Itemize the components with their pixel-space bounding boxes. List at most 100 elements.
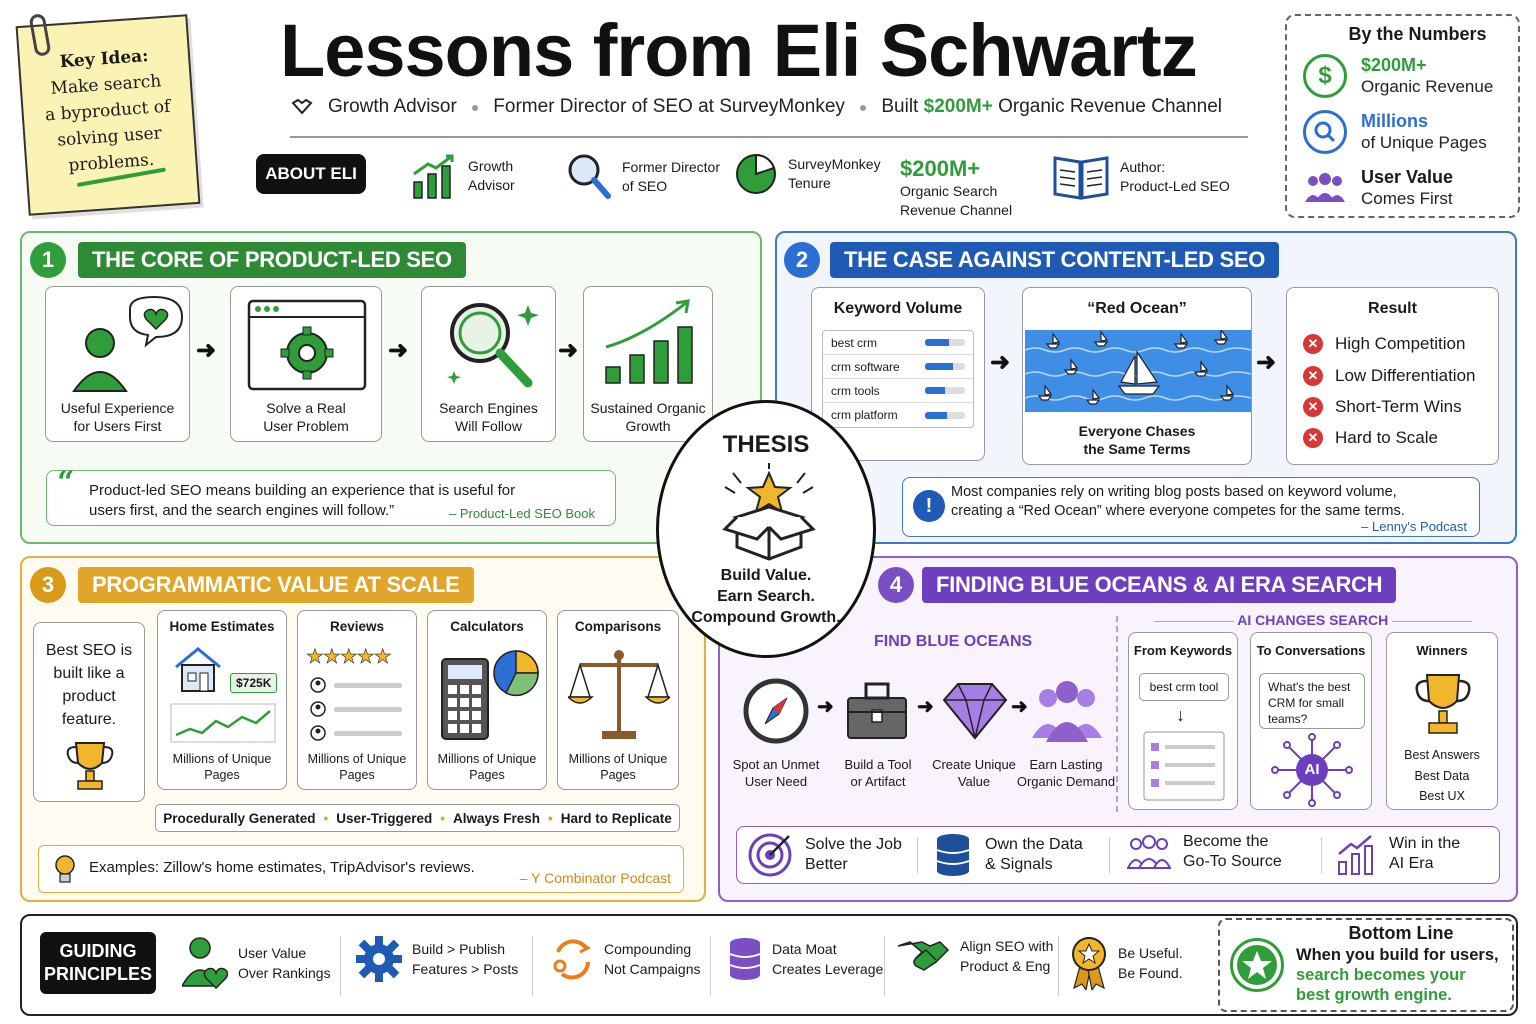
- title-divider: [290, 136, 1248, 138]
- book-icon: [1053, 156, 1109, 200]
- thesis-title: THESIS: [722, 431, 810, 458]
- user-heart-icon: [182, 937, 228, 990]
- people-group-icon: [1127, 835, 1171, 869]
- about-label: Organic Search: [900, 183, 998, 199]
- programmatic-tags: Procedurally Generated• User-Triggered• …: [155, 804, 680, 832]
- blue-oceans-title: FIND BLUE OCEANS: [874, 633, 1033, 650]
- programmatic-label-line: Pages: [339, 768, 375, 782]
- growth-chart-icon: [1338, 835, 1373, 875]
- strategy-divider: [1109, 837, 1110, 873]
- quote-text: Product-led SEO means building an experi…: [89, 481, 609, 521]
- star-rating-icon: ★★★★★: [306, 646, 392, 669]
- thesis-circle: THESIS Build Value. Earn Search. Compoun…: [656, 400, 876, 658]
- result-text: Short-Term Wins: [1335, 397, 1462, 416]
- about-badge: ABOUT ELI: [256, 154, 366, 194]
- keyword-text: crm software: [831, 359, 900, 374]
- step-organic-demand: [1032, 676, 1102, 751]
- keyword-search-chip: best crm tool: [1139, 673, 1229, 701]
- section-title: THE CORE OF PRODUCT-LED SEO: [78, 242, 466, 278]
- keyword-text: best crm: [831, 335, 878, 350]
- examples-box: Examples: Zillow's home estimates, TripA…: [38, 845, 684, 893]
- section-title: THE CASE AGAINST CONTENT-LED SEO: [830, 242, 1280, 278]
- winner-item: Best UX: [1419, 789, 1465, 803]
- arrow-right-icon: ➜: [388, 337, 409, 364]
- note-line: Most companies rely on writing blog post…: [951, 484, 1397, 500]
- programmatic-card-title: Home Estimates: [169, 619, 275, 634]
- separator-dot: •: [548, 810, 553, 826]
- principle-line: Not Campaigns: [604, 961, 701, 977]
- to-conversations-title: To Conversations: [1256, 643, 1366, 658]
- conversation-bubble: What's the best CRM for small teams?: [1259, 673, 1365, 729]
- arrow-right-icon: ➜: [1256, 349, 1277, 376]
- step-build-tool: [842, 676, 912, 751]
- role-suffix: Organic Revenue Channel: [998, 96, 1223, 117]
- principle-line: Compounding: [604, 941, 692, 957]
- subtitle-line: Growth Advisor ● Former Director of SEO …: [290, 96, 1250, 118]
- principle-divider: [532, 936, 533, 996]
- strategy-line: & Signals: [985, 856, 1053, 873]
- principle-line: User Value: [238, 945, 307, 961]
- programmatic-label-line: Millions of Unique: [172, 752, 272, 766]
- card-label-line: Will Follow: [455, 418, 522, 434]
- programmatic-tag: Procedurally Generated: [163, 810, 316, 826]
- keyword-row: crm tools: [823, 379, 973, 403]
- arrow-right-icon: ➜: [196, 337, 217, 364]
- quote-line: users first, and the search engines will…: [89, 502, 395, 519]
- programmatic-label-line: Millions of Unique: [437, 752, 537, 766]
- programmatic-tag: Hard to Replicate: [560, 810, 672, 826]
- principle-divider: [340, 936, 341, 996]
- content-led-note: ! Most companies rely on writing blog po…: [902, 477, 1480, 537]
- by-the-numbers-panel: By the Numbers $ $200M+Organic Revenue M…: [1285, 14, 1520, 218]
- bottom-line-line: search becomes your: [1296, 966, 1466, 984]
- result-text: Low Differentiation: [1335, 366, 1476, 385]
- principle-line: Build > Publish: [412, 941, 506, 957]
- trend-line-icon: [170, 703, 276, 743]
- info-icon: !: [913, 490, 945, 522]
- principle-line: Data Moat: [772, 941, 837, 957]
- programmatic-tag: User-Triggered: [336, 810, 433, 826]
- strategy-line: Become the: [1183, 833, 1269, 850]
- winners-list: Best Answers Best Data Best UX: [1387, 745, 1497, 807]
- arrow-right-icon: ➜: [1011, 696, 1028, 718]
- step-label-line: Organic Demand: [1016, 774, 1116, 789]
- lightbulb-icon: [55, 855, 75, 883]
- keyword-bar-fill: [925, 339, 949, 346]
- keyword-bar-fill: [925, 363, 953, 370]
- strategy-line: Win in the: [1389, 835, 1461, 852]
- step-label-line: Build a Tool: [844, 757, 912, 772]
- section-number: 3: [30, 567, 66, 603]
- x-circle-icon: ✕: [1303, 334, 1323, 354]
- people-group-icon: [1032, 681, 1102, 742]
- ai-changes-title: AI CHANGES SEARCH: [1128, 612, 1498, 628]
- about-label: SurveyMonkey: [788, 156, 881, 172]
- growth-chart-icon: [413, 154, 454, 199]
- thesis-line: Earn Search.: [717, 588, 815, 605]
- quote-icon: “: [57, 465, 75, 500]
- bottom-line-text: When you build for users, search becomes…: [1296, 945, 1499, 1005]
- principle-line: Product & Eng: [960, 958, 1051, 974]
- bottom-line-line: When you build for users,: [1296, 946, 1499, 964]
- arrow-right-icon: ➜: [817, 696, 834, 718]
- keyword-row: crm platform: [823, 403, 973, 427]
- from-keywords-title: From Keywords: [1133, 643, 1233, 658]
- thesis-line: Build Value.: [720, 567, 812, 584]
- principle-divider: [710, 936, 711, 996]
- about-label: Former Director: [622, 159, 721, 175]
- examples-text: Examples: Zillow's home estimates, TripA…: [89, 859, 475, 876]
- principle-divider: [884, 936, 885, 996]
